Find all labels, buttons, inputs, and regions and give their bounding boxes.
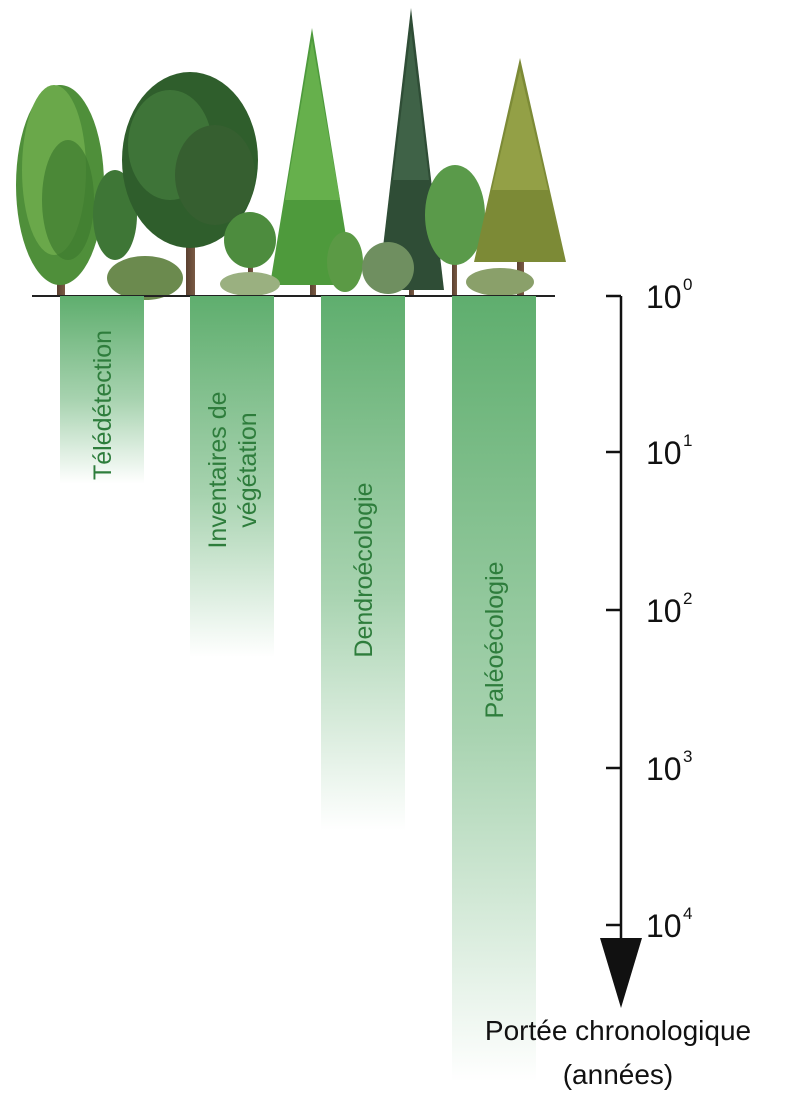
- time-axis: [600, 296, 642, 1008]
- axis-title-line-1: Portée chronologique: [485, 1015, 751, 1046]
- tree-3: [224, 212, 276, 296]
- method-bar-4: [452, 296, 536, 1082]
- method-label-4: Paléoécologie: [481, 561, 509, 718]
- tick-label-0: 10: [646, 279, 682, 315]
- tick-label-2: 10: [646, 593, 682, 629]
- axis-title-line-2: (années): [563, 1059, 674, 1090]
- tree-6: [425, 165, 485, 296]
- method-labels: Télédétection Inventaires devégétationDen…: [89, 330, 509, 719]
- tick-exponent-4: 4: [683, 904, 692, 923]
- method-bar-2: [190, 296, 274, 658]
- tick-exponent-1: 1: [683, 431, 692, 450]
- axis-arrow-down-icon: [600, 938, 642, 1008]
- tick-label-3: 10: [646, 751, 682, 787]
- tree-1: [16, 85, 104, 296]
- grass-2: [466, 268, 534, 296]
- forest-illustration: [16, 8, 566, 300]
- tree-2: [122, 72, 258, 296]
- tick-exponent-3: 3: [683, 747, 692, 766]
- tick-exponent-0: 0: [683, 275, 692, 294]
- grass-3: [220, 272, 280, 296]
- method-bar-1: [60, 296, 144, 484]
- method-label-1: Télédétection: [89, 330, 117, 480]
- tick-label-1: 10: [646, 435, 682, 471]
- tick-label-4: 10: [646, 908, 682, 944]
- bush-2: [327, 232, 363, 292]
- bush-3: [362, 242, 414, 294]
- method-label-2: Inventaires devégétation: [204, 391, 262, 548]
- tick-exponent-2: 2: [683, 589, 692, 608]
- method-label-3: Dendroécologie: [350, 482, 378, 657]
- grass-1: [107, 256, 183, 300]
- tree-7: [474, 58, 566, 296]
- method-bars: [60, 296, 536, 1082]
- bush-1: [93, 170, 137, 260]
- tree-4: [270, 28, 354, 296]
- method-bar-3: [321, 296, 405, 831]
